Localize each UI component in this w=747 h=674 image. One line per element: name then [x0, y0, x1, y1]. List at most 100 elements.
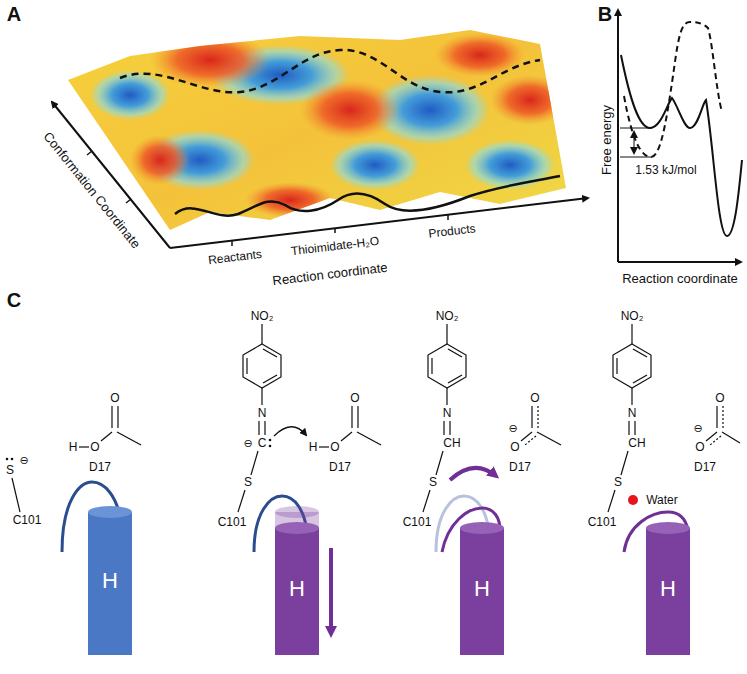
atom-label: O	[530, 392, 539, 404]
bond	[264, 421, 265, 435]
bond	[351, 406, 352, 428]
bond	[722, 406, 723, 428]
bond	[436, 451, 443, 475]
atom-label: O	[715, 392, 724, 404]
molecule	[423, 324, 561, 512]
peak	[300, 80, 400, 140]
lone-pair	[269, 439, 272, 442]
atom-label: O	[110, 392, 119, 404]
atom-label: H	[69, 441, 78, 453]
bond	[631, 388, 632, 405]
bond	[521, 432, 532, 441]
bond	[448, 349, 462, 357]
bond	[261, 388, 262, 405]
panel-letter: B	[598, 4, 612, 24]
tick	[447, 215, 449, 220]
residue-label: D17	[509, 461, 531, 473]
bond	[537, 406, 538, 428]
faded-helix-top	[275, 506, 319, 518]
residue-label: C101	[218, 516, 247, 528]
cylinder-top	[460, 522, 504, 534]
bond	[710, 436, 721, 445]
helix-label: H	[102, 570, 118, 592]
atom-label: S	[614, 476, 622, 488]
panel-letter: A	[7, 4, 21, 24]
bond	[101, 432, 112, 441]
axis	[52, 102, 170, 248]
panel-letter: C	[7, 290, 21, 310]
bond	[251, 451, 258, 475]
bond	[357, 406, 358, 428]
helix-label: H	[289, 578, 305, 600]
bond	[621, 451, 628, 475]
solid-profile	[621, 55, 742, 236]
solid-path	[175, 176, 560, 216]
level-line	[620, 128, 652, 129]
helix-cylinder: H	[88, 506, 132, 655]
atom-label: S	[429, 476, 437, 488]
group-label: NO₂	[251, 310, 274, 322]
level-line	[620, 157, 652, 158]
bond	[537, 432, 561, 445]
axis	[618, 261, 741, 263]
bond	[722, 432, 740, 443]
residue-label: D17	[329, 461, 351, 473]
bond	[628, 421, 629, 435]
dashed-path	[120, 50, 540, 92]
molecule	[238, 324, 381, 512]
peak	[245, 182, 335, 218]
benzene-ring	[243, 344, 281, 388]
bond	[117, 406, 118, 428]
atom-label: N	[628, 407, 637, 419]
charge-sign: ⊖	[693, 423, 702, 434]
cylinder-body	[275, 528, 319, 655]
bond	[633, 349, 647, 357]
bond	[319, 446, 329, 447]
atom-label: O	[695, 441, 704, 453]
bond	[631, 324, 632, 344]
tick	[231, 241, 233, 246]
atom-label: O	[330, 441, 339, 453]
charge-sign: ⊖	[19, 455, 28, 466]
bond	[263, 375, 277, 383]
lone-pair	[269, 445, 272, 448]
helix-label: H	[474, 578, 490, 600]
bond	[446, 324, 447, 344]
basin	[90, 70, 170, 120]
residue-label: C101	[13, 514, 42, 526]
cylinder-body	[88, 512, 132, 655]
atom-label: O	[510, 441, 519, 453]
benzene-ring	[428, 344, 466, 388]
atom-label: N	[443, 407, 452, 419]
cylinder-top	[646, 522, 690, 534]
tick	[87, 151, 92, 155]
benzene-ring	[613, 344, 651, 388]
molecule	[608, 324, 740, 512]
residue-label: C101	[403, 516, 432, 528]
atom-label: S	[244, 476, 252, 488]
residue-label: C101	[588, 516, 617, 528]
double-arrow	[634, 132, 635, 153]
bond	[263, 349, 277, 357]
bond	[633, 375, 647, 383]
bond	[431, 358, 432, 374]
cylinder-body	[460, 528, 504, 655]
bond	[258, 421, 259, 435]
charge-sign: ⊖	[243, 438, 252, 449]
tick	[334, 228, 336, 233]
peak	[150, 32, 270, 88]
electron-arrow	[274, 427, 306, 436]
bond	[423, 490, 430, 512]
bond	[531, 406, 532, 428]
peak	[490, 75, 570, 125]
atom-label: C	[258, 437, 267, 449]
cylinder-top	[88, 506, 132, 518]
motion-arrow	[329, 548, 333, 634]
bond	[616, 358, 617, 374]
dashed-profile	[624, 22, 722, 157]
cylinder-body	[646, 528, 690, 655]
bond	[608, 490, 615, 512]
bond	[79, 446, 89, 447]
peak	[435, 33, 525, 77]
bond	[357, 432, 381, 445]
